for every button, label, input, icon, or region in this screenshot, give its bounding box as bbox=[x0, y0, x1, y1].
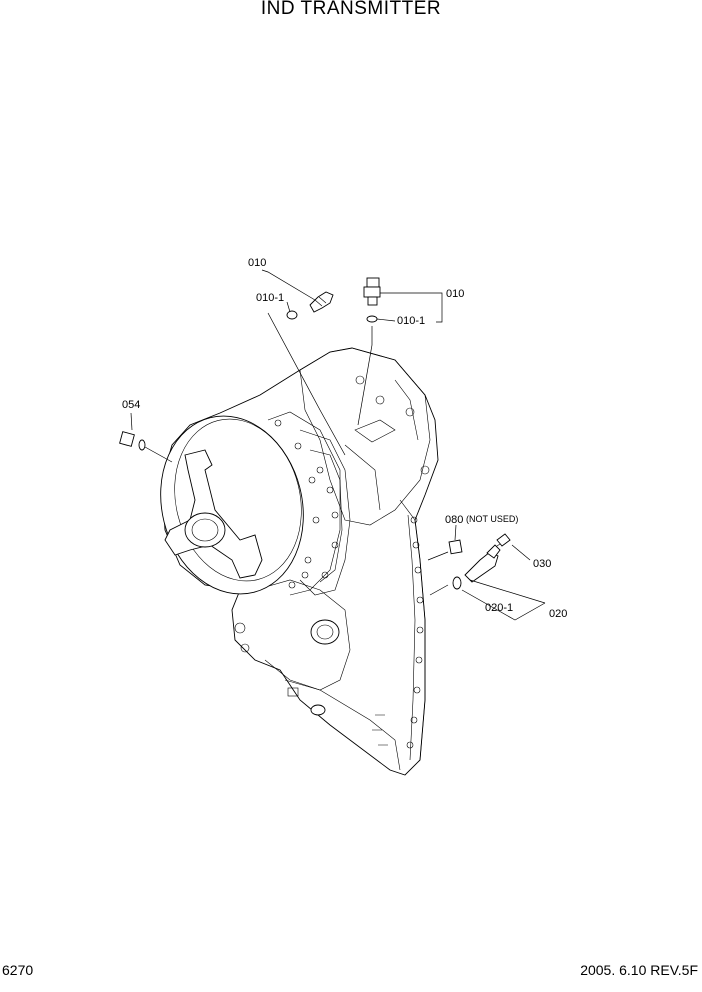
callout-010-1-right: 010-1 bbox=[397, 315, 425, 327]
callout-080-note: (NOT USED) bbox=[466, 514, 518, 524]
revision-date: 2005. 6.10 REV.5F bbox=[580, 962, 698, 978]
transmission-housing bbox=[160, 347, 439, 776]
callout-020-1: 020-1 bbox=[485, 602, 513, 614]
callout-010-right: 010 bbox=[446, 288, 464, 300]
callout-054: 054 bbox=[122, 399, 140, 411]
callout-030: 030 bbox=[533, 558, 551, 570]
page-number: 6270 bbox=[2, 962, 34, 978]
part-020-sensor bbox=[452, 544, 501, 590]
page-title: IND TRANSMITTER bbox=[260, 0, 442, 19]
part-080-plug bbox=[448, 539, 463, 555]
part-010-right-transmitter bbox=[363, 277, 381, 323]
leader-lines bbox=[130, 269, 546, 621]
callout-020: 020 bbox=[549, 608, 567, 620]
part-054-plug bbox=[119, 431, 146, 451]
callout-080: 080 bbox=[445, 514, 463, 526]
part-010-left-transmitter bbox=[286, 291, 334, 320]
callout-010-left: 010 bbox=[248, 257, 266, 269]
callout-010-1-left: 010-1 bbox=[256, 292, 284, 304]
